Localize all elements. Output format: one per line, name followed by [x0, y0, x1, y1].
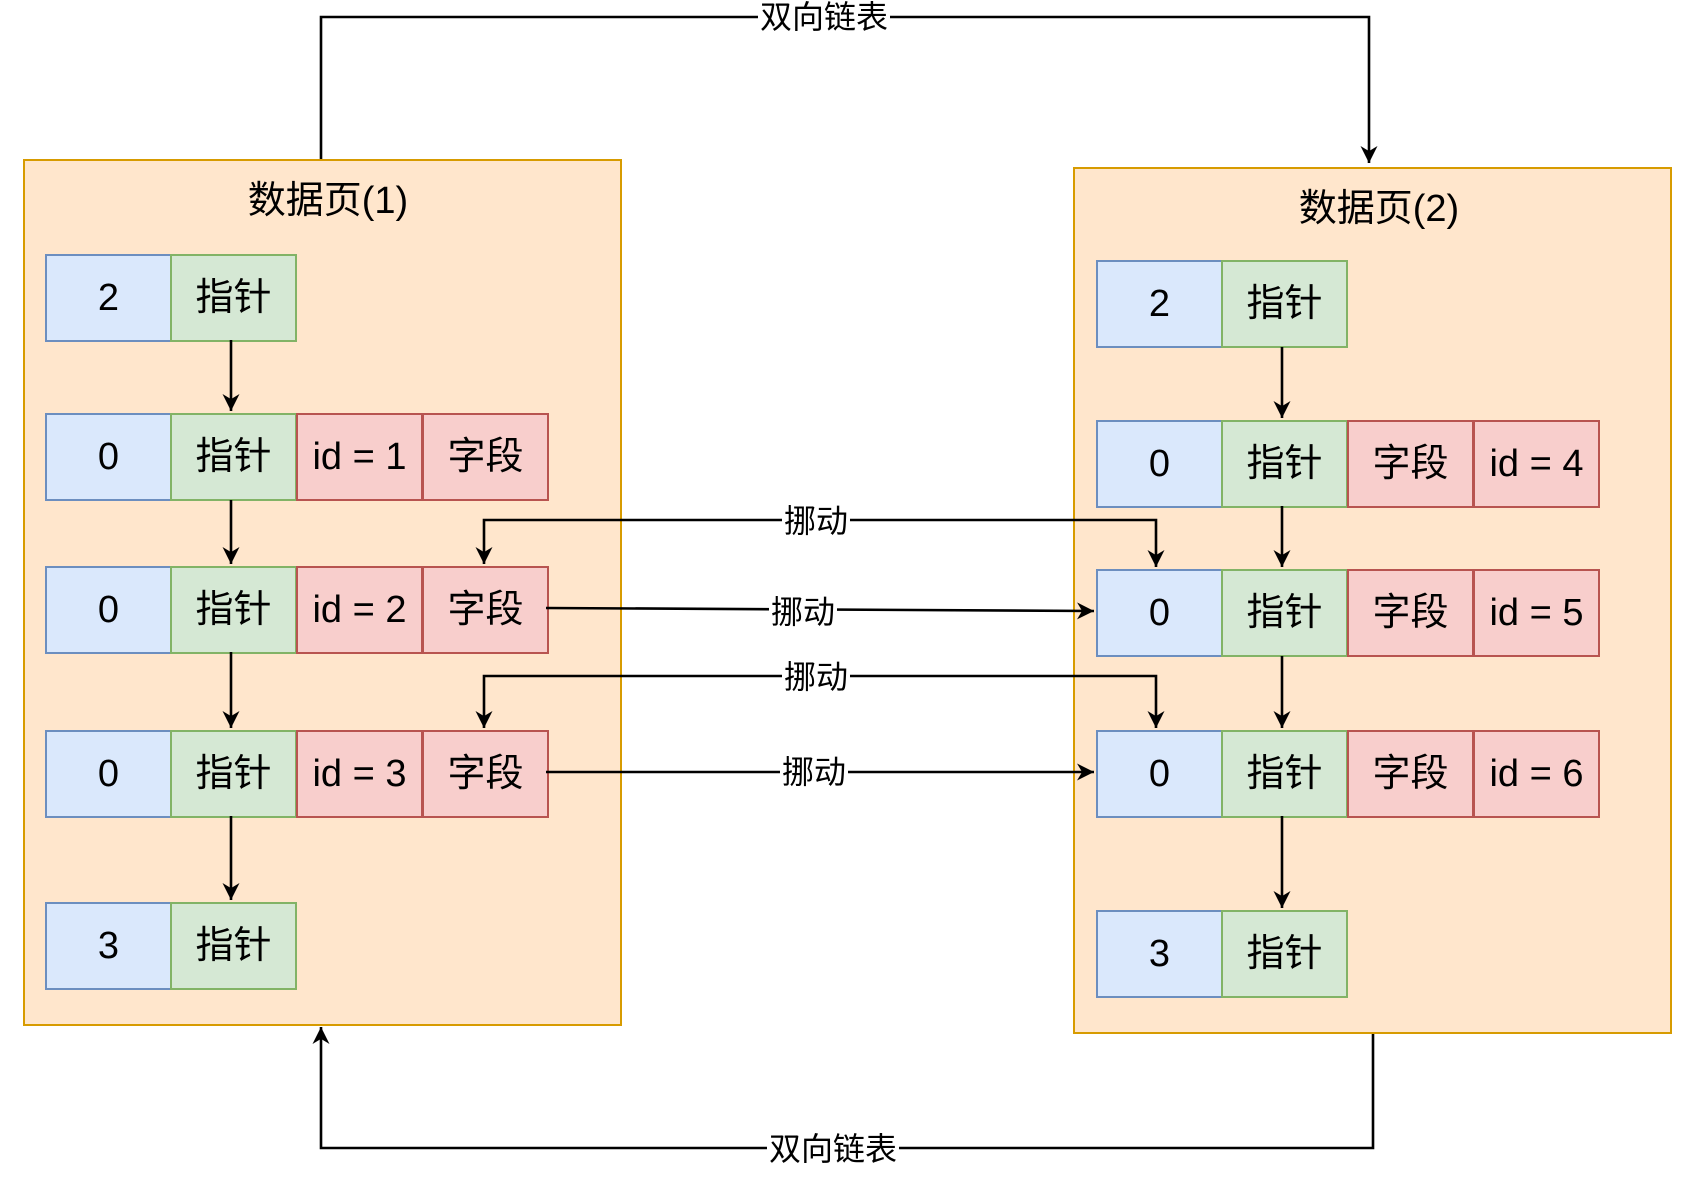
id-cell: id = 1 [296, 413, 423, 501]
page-title: 数据页(1) [247, 180, 409, 222]
pointer-cell: 指针 [170, 566, 297, 654]
pointer-cell: 指针 [170, 902, 297, 990]
field-cell: 字段 [1347, 730, 1474, 818]
count-cell: 0 [45, 566, 172, 654]
move-label: 挪动 [781, 659, 851, 696]
count-cell: 2 [45, 254, 172, 342]
pointer-cell: 指针 [1221, 910, 1348, 998]
id-cell: id = 2 [296, 566, 423, 654]
data-page-1: 数据页(1) 2 指针 0 指针 id = 1 字段 0 指针 id = 2 字… [23, 159, 622, 1026]
id-cell: id = 5 [1473, 569, 1600, 657]
pointer-cell: 指针 [1221, 420, 1348, 508]
id-cell: id = 3 [296, 730, 423, 818]
id-cell: id = 6 [1473, 730, 1600, 818]
page-title: 数据页(2) [1298, 188, 1460, 230]
data-page-2: 数据页(2) 2 指针 0 指针 字段 id = 4 0 指针 字段 id = … [1073, 167, 1672, 1034]
field-cell: 字段 [1347, 420, 1474, 508]
pointer-cell: 指针 [1221, 260, 1348, 348]
count-cell: 0 [1096, 730, 1223, 818]
move-label: 挪动 [768, 594, 838, 631]
pointer-cell: 指针 [170, 254, 297, 342]
count-cell: 2 [1096, 260, 1223, 348]
count-cell: 0 [1096, 569, 1223, 657]
pointer-cell: 指针 [170, 413, 297, 501]
count-cell: 3 [45, 902, 172, 990]
count-cell: 0 [45, 730, 172, 818]
pointer-cell: 指针 [1221, 730, 1348, 818]
field-cell: 字段 [422, 413, 549, 501]
field-cell: 字段 [422, 730, 549, 818]
linked-list-arrow-backward [312, 1027, 1375, 1150]
count-cell: 0 [45, 413, 172, 501]
field-cell: 字段 [422, 566, 549, 654]
linked-list-label: 双向链表 [757, 0, 891, 36]
id-cell: id = 4 [1473, 420, 1600, 508]
pointer-cell: 指针 [170, 730, 297, 818]
move-label: 挪动 [779, 754, 849, 791]
linked-list-arrow-forward [319, 15, 1378, 163]
pointer-cell: 指针 [1221, 569, 1348, 657]
count-cell: 3 [1096, 910, 1223, 998]
linked-list-label: 双向链表 [766, 1131, 900, 1168]
move-label: 挪动 [781, 503, 851, 540]
count-cell: 0 [1096, 420, 1223, 508]
field-cell: 字段 [1347, 569, 1474, 657]
